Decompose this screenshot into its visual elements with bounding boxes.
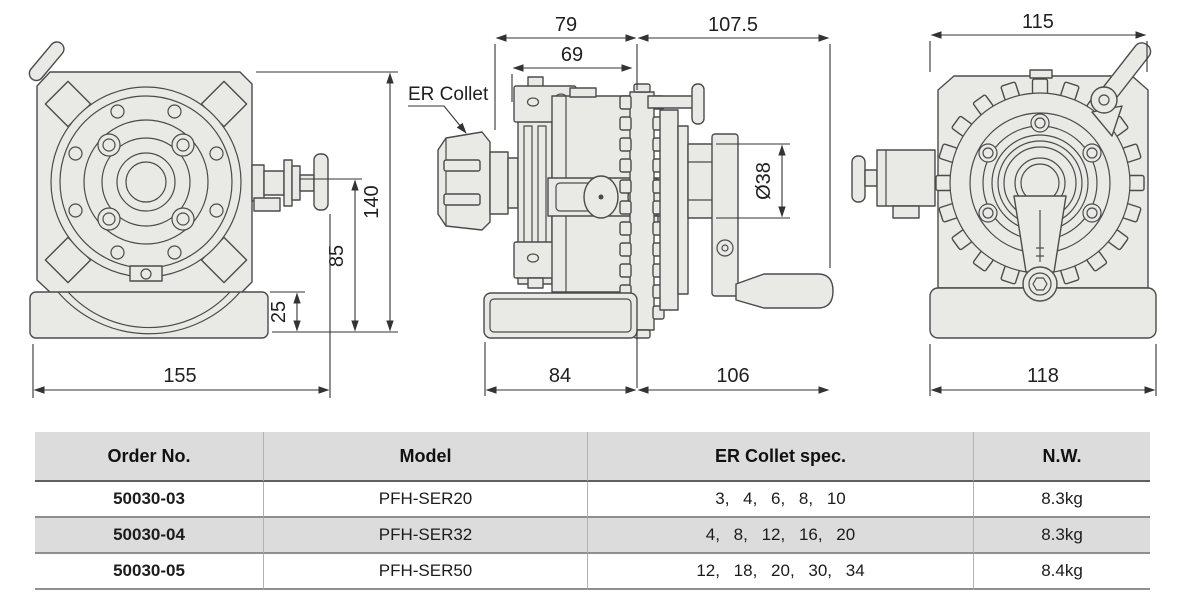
front-handle-pin: [28, 41, 65, 82]
dim-front-total-width: 155: [163, 365, 196, 387]
dim-side-crank-length: 106: [716, 365, 749, 387]
side-rear-hub: [659, 109, 715, 311]
header-order-no: Order No.: [35, 432, 264, 482]
side-dimensions: 79 107.5 69 Ø38 84 106: [484, 14, 831, 396]
front-face-plate: [50, 86, 242, 278]
er-collet-leader: [408, 105, 467, 134]
dim-back-base-width: 118: [1027, 365, 1059, 387]
header-model: Model: [264, 432, 588, 482]
dim-side-spindle-diameter: Ø38: [753, 162, 775, 200]
dim-side-rear-length: 107.5: [708, 14, 758, 36]
dim-front-base-height: 25: [268, 301, 290, 323]
header-net-weight: N.W.: [974, 432, 1150, 482]
technical-drawing: 140 85 25 155 ER Collet: [28, 11, 1157, 398]
side-base: [483, 292, 638, 339]
er-collet-label: ER Collet: [408, 84, 489, 105]
back-top-tab: [1029, 69, 1053, 79]
dim-front-total-height: 140: [361, 185, 383, 218]
cell-net-weight: 8.4kg: [974, 554, 1150, 590]
front-bolt-holes: [68, 104, 224, 260]
spec-table: Order No. Model ER Collet spec. N.W. 500…: [35, 432, 1150, 590]
dim-side-front-length: 79: [555, 14, 577, 36]
cell-collet-spec: 12, 18, 20, 30, 34: [588, 554, 974, 590]
cell-collet-spec: 4, 8, 12, 16, 20: [588, 518, 974, 554]
front-view: 140 85 25 155: [28, 41, 398, 398]
side-crank-handle: [711, 133, 834, 309]
back-spindle-shaft: [851, 149, 936, 219]
front-base: [29, 291, 269, 339]
er-collet-nut: [437, 131, 491, 231]
cell-collet-spec: 3, 4, 6, 8, 10: [588, 482, 974, 518]
back-bolt-holes: [978, 113, 1102, 223]
index-plunger: [647, 83, 705, 125]
back-view: 115 118: [851, 11, 1157, 396]
header-collet-spec: ER Collet spec.: [588, 432, 974, 482]
dim-back-top-width: 115: [1022, 11, 1054, 33]
side-view: ER Collet: [408, 14, 834, 396]
cell-order-no: 50030-05: [35, 554, 264, 590]
front-dimensions: 140 85 25 155: [32, 71, 398, 398]
front-knob: [313, 153, 329, 211]
cell-model: PFH-SER20: [264, 482, 588, 518]
collet-seat: [489, 151, 509, 215]
cell-net-weight: 8.3kg: [974, 482, 1150, 518]
dim-side-base-length: 84: [549, 365, 571, 387]
front-clamp-bolts: [97, 133, 195, 231]
back-clamp-lever: [1090, 42, 1152, 137]
slide-assembly: [513, 76, 577, 289]
cell-model: PFH-SER32: [264, 518, 588, 554]
collet-step: [507, 157, 519, 209]
cell-order-no: 50030-04: [35, 518, 264, 554]
cell-model: PFH-SER50: [264, 554, 588, 590]
back-dimensions: 115 118: [929, 11, 1157, 396]
dim-front-spindle-height: 85: [326, 245, 348, 267]
front-index-tab: [129, 265, 163, 282]
dim-side-slide-length: 69: [561, 44, 583, 66]
cell-net-weight: 8.3kg: [974, 518, 1150, 554]
front-spindle-shaft: [251, 153, 329, 212]
cell-order-no: 50030-03: [35, 482, 264, 518]
back-lever-arm: [1013, 195, 1067, 302]
